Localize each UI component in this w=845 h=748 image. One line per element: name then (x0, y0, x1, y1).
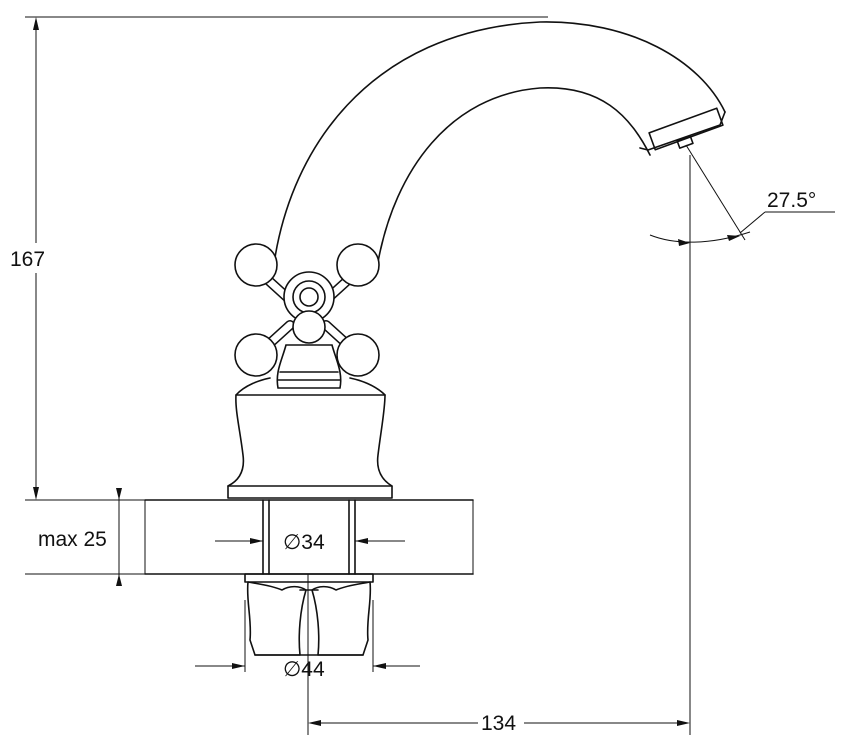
spout-reach-dimension: 134 (307, 155, 691, 736)
shank-diameter-label: ∅34 (283, 531, 325, 554)
mount-thickness-dimension: max 25 (25, 488, 145, 586)
spout-angle-label: 27.5° (767, 189, 816, 212)
nut-diameter-label: ∅44 (283, 658, 325, 681)
spout (271, 21, 726, 281)
mounting-nut (244, 573, 374, 656)
spout-angle-dimension: 27.5° (649, 144, 835, 246)
height-dimension: 167 (8, 16, 548, 501)
cross-handle (234, 243, 380, 389)
faucet-body (227, 377, 393, 499)
nut-diameter-dimension: ∅44 (195, 600, 420, 681)
height-label: 167 (10, 248, 45, 271)
mount-thickness-label: max 25 (38, 528, 107, 551)
shank-diameter-dimension: ∅34 (215, 531, 405, 554)
spout-reach-label: 134 (481, 712, 516, 735)
faucet-shank (262, 499, 356, 575)
